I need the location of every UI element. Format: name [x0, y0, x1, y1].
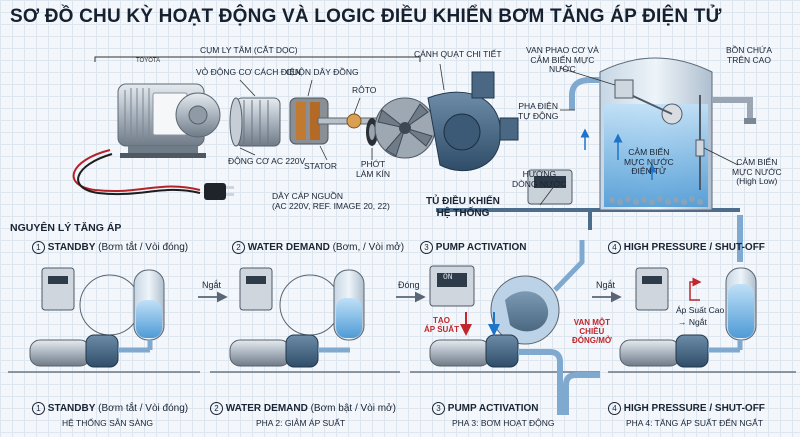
step-2-bottom-note: (Bơm bật / Vòi mở)	[310, 403, 396, 414]
step-1-footer: 1 STANDBY (Bơm tắt / Vòi đóng)	[32, 402, 188, 415]
step-3-footer-num: 3	[432, 402, 445, 415]
step-4-phase: PHA 4: TĂNG ÁP SUẤT ĐẾN NGẮT	[626, 418, 763, 428]
electronic-sensor-label: CẢM BIẾN MỰC NƯỚC ĐIỆN TỬ	[624, 147, 674, 176]
step-4-name: HIGH PRESSURE / SHUT-OFF	[623, 242, 765, 253]
flow-direction-label: HƯỚNG DÒNG NƯỚC	[512, 169, 567, 189]
motor-body	[117, 83, 221, 158]
step-1-num: 1	[32, 241, 45, 254]
step-4-footer: 4 HIGH PRESSURE / SHUT-OFF	[608, 402, 765, 415]
step-2-header: 2 WATER DEMAND (Bơm, / Vòi mở)	[232, 241, 404, 254]
check-valve-label: VAN MỘT CHIỀU ĐÓNG/MỞ	[572, 318, 612, 345]
transition-1: Ngắt	[202, 280, 222, 290]
step-1-top-note: (Bơm tắt / Vòi đóng)	[98, 242, 189, 253]
step-2-num: 2	[232, 241, 245, 254]
step-1-bottom-note: (Bơm tắt / Vòi đóng)	[98, 403, 189, 414]
section-title: NGUYÊN LÝ TĂNG ÁP	[10, 222, 122, 234]
impeller-label: CÁNH QUẠT CHI TIẾT	[414, 49, 502, 59]
create-pressure-label: TẠO ÁP SUẤT	[424, 316, 459, 334]
stator-part	[229, 97, 281, 147]
power-cable	[72, 149, 201, 196]
step-4-header: 4 HIGH PRESSURE / SHUT-OFF	[608, 241, 765, 254]
plug-icon	[204, 183, 234, 200]
step-4-footer-num: 4	[608, 402, 621, 415]
step-1-header: 1 STANDBY (Bơm tắt / Vòi đóng)	[32, 241, 188, 254]
page-title: SƠ ĐỒ CHU KỲ HOẠT ĐỘNG VÀ LOGIC ĐIỀU KHI…	[10, 6, 722, 27]
panel-3-equipment	[429, 240, 600, 415]
cut-off-label: → Ngắt	[678, 317, 707, 327]
stator-label: STATOR	[304, 161, 338, 171]
ac-motor-label: ĐỘNG CƠ AC 220V	[228, 156, 306, 166]
level-sensor-label: CẢM BIẾN MỰC NƯỚC (High Low)	[732, 157, 782, 186]
transition-3: Ngắt	[596, 280, 616, 290]
step-1-footer-num: 1	[32, 402, 45, 415]
copper-coil-label: CUỘN DÂY ĐỒNG	[286, 67, 359, 77]
panel-2-equipment	[229, 267, 365, 368]
step-2-top-note: (Bơm, / Vòi mở)	[332, 242, 405, 253]
tank-label: BỒN CHỨA TRÊN CAO	[726, 45, 772, 65]
motor-brand: TOYOTA	[136, 58, 161, 64]
step-1-footer-name: STANDBY	[47, 403, 96, 414]
step-4-num: 4	[608, 241, 621, 254]
float-valve-label: VAN PHAO CƠ VÀ CẢM BIẾN MỰC NƯỚC	[526, 45, 599, 74]
step-1-name: STANDBY	[47, 242, 96, 253]
step-2-footer: 2 WATER DEMAND (Bơm bật / Vòi mở)	[210, 402, 396, 415]
pump-housing	[427, 71, 519, 172]
step-2-name: WATER DEMAND	[247, 242, 330, 253]
motor-housing-label: VỎ ĐỘNG CƠ CÁCH ĐIỆN	[196, 67, 302, 77]
step-3-name: PUMP ACTIVATION	[435, 242, 527, 253]
seal-label: PHỚT LÀM KÍN	[356, 159, 391, 179]
step-3-phase: PHA 3: BƠM HOẠT ĐỘNG	[452, 418, 555, 428]
step-3-header: 3 PUMP ACTIVATION	[420, 241, 527, 254]
control-box-label: TỦ ĐIỀU KHIỂN HỆ THỐNG	[426, 196, 500, 219]
step-2-phase: PHA 2: GIẢM ÁP SUẤT	[256, 418, 346, 428]
step-2-footer-num: 2	[210, 402, 223, 415]
auto-phase-label: PHA ĐIỆN TỰ ĐỘNG	[518, 101, 559, 121]
step-3-footer: 3 PUMP ACTIVATION	[432, 402, 539, 415]
display-readout: ON	[443, 273, 453, 282]
step-4-footer-name: HIGH PRESSURE / SHUT-OFF	[623, 403, 765, 414]
assembly-bracket	[94, 56, 421, 62]
step-2-footer-name: WATER DEMAND	[225, 403, 308, 414]
impeller-part	[374, 97, 436, 159]
panel-4-equipment	[619, 267, 757, 368]
leader-lines	[239, 63, 739, 206]
water-tank	[569, 57, 756, 262]
rotor-label: RÔTO	[352, 85, 377, 95]
panel-1-equipment	[29, 267, 165, 368]
transition-2: Đóng	[398, 280, 420, 290]
power-cable-label: DÂY CÁP NGUỒN (AC 220V, REF. IMAGE 20, 2…	[272, 191, 390, 211]
high-pressure-label: Áp Suất Cao	[676, 305, 725, 315]
step-3-num: 3	[420, 241, 433, 254]
step-3-footer-name: PUMP ACTIVATION	[447, 403, 539, 414]
step-1-phase: HỆ THỐNG SẴN SÀNG	[62, 418, 153, 428]
flow-arrows	[580, 128, 657, 180]
assembly-label: CỤM LY TÂM (CẮT DỌC)	[200, 45, 298, 55]
